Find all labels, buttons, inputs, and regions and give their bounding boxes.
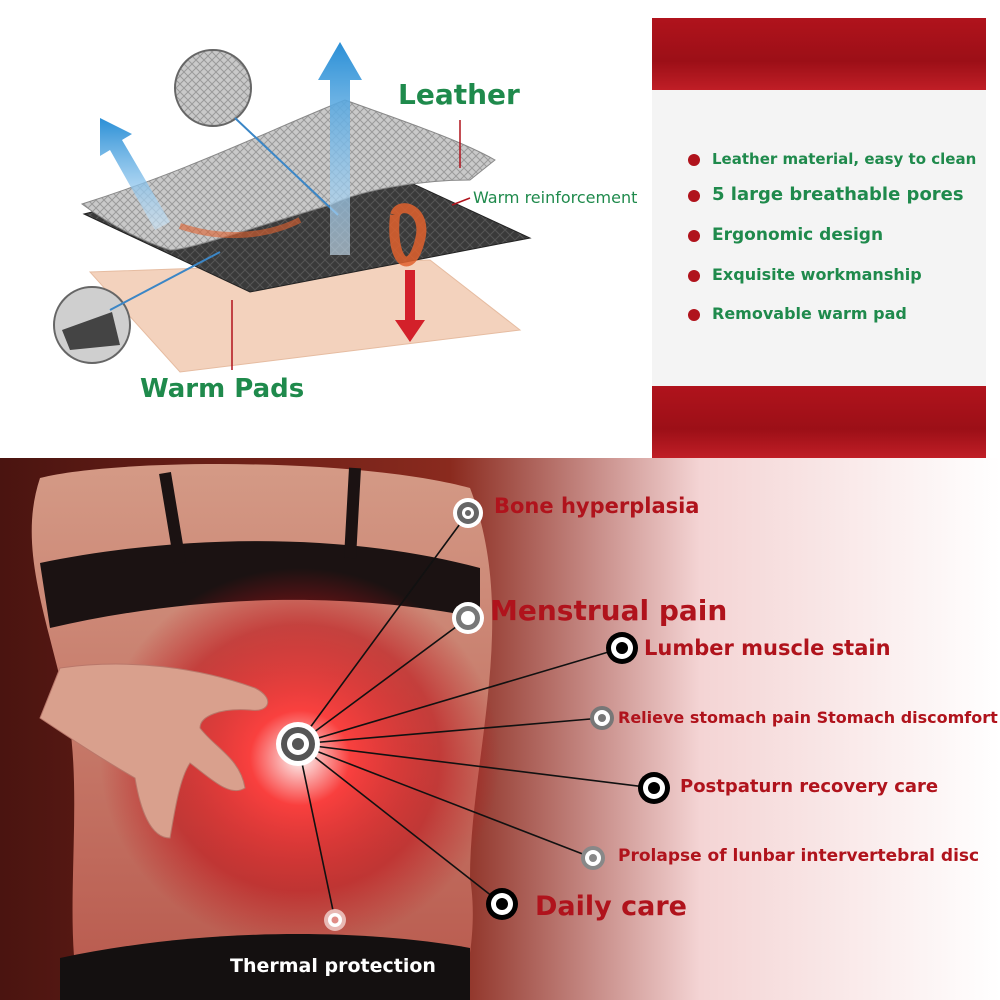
target-icon: [324, 909, 346, 931]
target-icon: [452, 602, 484, 634]
target-icon: [638, 772, 670, 804]
leather-layer: [80, 99, 496, 251]
layers-diagram: [53, 42, 532, 373]
feature-text: 5 large breathable pores: [712, 184, 964, 205]
bullet-dot-icon: [688, 190, 700, 202]
callout-bone-hyperplasia: Bone hyperplasia: [494, 494, 700, 518]
feature-text: Ergonomic design: [712, 225, 884, 245]
product-layers-section: Leather Warm reinforcement Warm Pads: [0, 0, 1000, 455]
bullet-dot-icon: [688, 309, 700, 321]
back-illustration: [0, 458, 1000, 1000]
bullet-dot-icon: [688, 154, 700, 166]
target-icon: [276, 722, 320, 766]
bullet-dot-icon: [688, 270, 700, 282]
feature-list: Leather material, easy to clean 5 large …: [688, 150, 976, 323]
thermal-protection-label: Thermal protection: [230, 955, 436, 977]
callout-lumber-muscle: Lumber muscle stain: [644, 636, 891, 660]
warm-pads-label: Warm Pads: [140, 374, 305, 404]
warm-reinforcement-label: Warm reinforcement: [473, 188, 638, 207]
feature-text: Leather material, easy to clean: [712, 150, 977, 168]
callout-postpartum: Postpaturn recovery care: [680, 776, 939, 797]
feature-item: Ergonomic design: [688, 225, 976, 245]
down-arrow-icon: [395, 270, 425, 342]
target-icon: [590, 706, 614, 730]
heat-flow-icon: [179, 217, 302, 238]
feature-item: Removable warm pad: [688, 304, 976, 323]
target-icon: [606, 632, 638, 664]
callout-lines: [297, 512, 655, 921]
body-map-section: Bone hyperplasia Menstrual pain Lumber m…: [0, 458, 1000, 1000]
heat-flow-icon: [389, 203, 427, 267]
mesh-magnifier-icon: [174, 49, 252, 127]
feature-text: Removable warm pad: [712, 304, 907, 323]
target-icon: [486, 888, 518, 920]
callout-stomach-pain: Relieve stomach pain Stomach discomfort: [618, 708, 998, 727]
target-icon: [581, 846, 605, 870]
leather-label: Leather: [398, 78, 520, 111]
breathable-arrow-icon: [100, 118, 170, 230]
callout-menstrual-pain: Menstrual pain: [490, 594, 728, 627]
feature-text: Exquisite workmanship: [712, 265, 922, 284]
feature-item: Leather material, easy to clean: [688, 150, 976, 168]
callout-daily-care: Daily care: [535, 891, 687, 922]
bullet-dot-icon: [688, 230, 700, 242]
target-icon: [453, 498, 483, 528]
card-bottom-band: [652, 386, 986, 458]
feature-item: Exquisite workmanship: [688, 265, 976, 284]
breathable-arrow-icon: [318, 42, 362, 255]
card-top-band: [652, 18, 986, 90]
callout-disc-prolapse: Prolapse of lunbar intervertebral disc: [618, 846, 980, 866]
feature-item: 5 large breathable pores: [688, 184, 976, 205]
hand: [39, 663, 268, 839]
feature-card: Leather material, easy to clean 5 large …: [652, 18, 986, 458]
